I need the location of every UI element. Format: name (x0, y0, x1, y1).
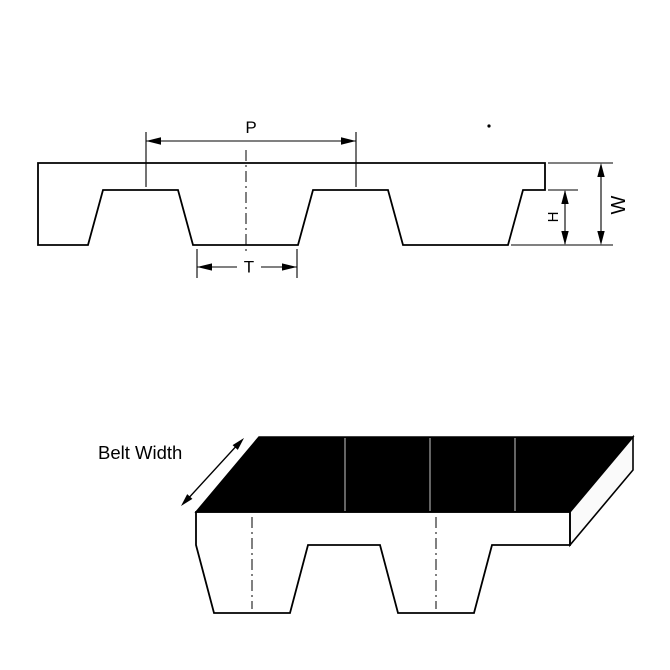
pitch-label: P (245, 118, 256, 137)
tooth-width-arrow-left (197, 263, 212, 271)
belt-top-surface (194, 436, 635, 513)
belt-width-arrowhead-top (232, 438, 244, 450)
tooth-width-arrow-right (282, 263, 297, 271)
belt-width-label: Belt Width (98, 442, 182, 463)
tooth-height-arrow-top (561, 190, 569, 204)
tooth-height-dimension: H (545, 190, 569, 245)
print-dot (487, 124, 491, 128)
tooth-height-arrow-bottom (561, 231, 569, 245)
perspective-view: Belt Width (98, 434, 635, 614)
belt-profile-shape (37, 162, 546, 246)
belt-front-face (195, 511, 571, 614)
pitch-arrow-right (341, 137, 356, 145)
belt-thickness-label: W (608, 195, 630, 214)
tooth-width-label: T (244, 258, 254, 277)
belt-thickness-arrow-top (597, 163, 605, 177)
pitch-dimension: P (145, 118, 357, 187)
belt-width-arrow (181, 438, 244, 506)
tooth-width-dimension: T (196, 249, 298, 278)
belt-thickness-dimension: W (597, 163, 630, 245)
belt-width-arrowhead-bottom (181, 494, 193, 506)
tooth-height-label: H (545, 212, 562, 223)
cross-section-view: P T H (37, 118, 630, 278)
belt-thickness-arrow-bottom (597, 231, 605, 245)
pitch-arrow-left (146, 137, 161, 145)
belt-width-arrow-line (184, 441, 241, 503)
